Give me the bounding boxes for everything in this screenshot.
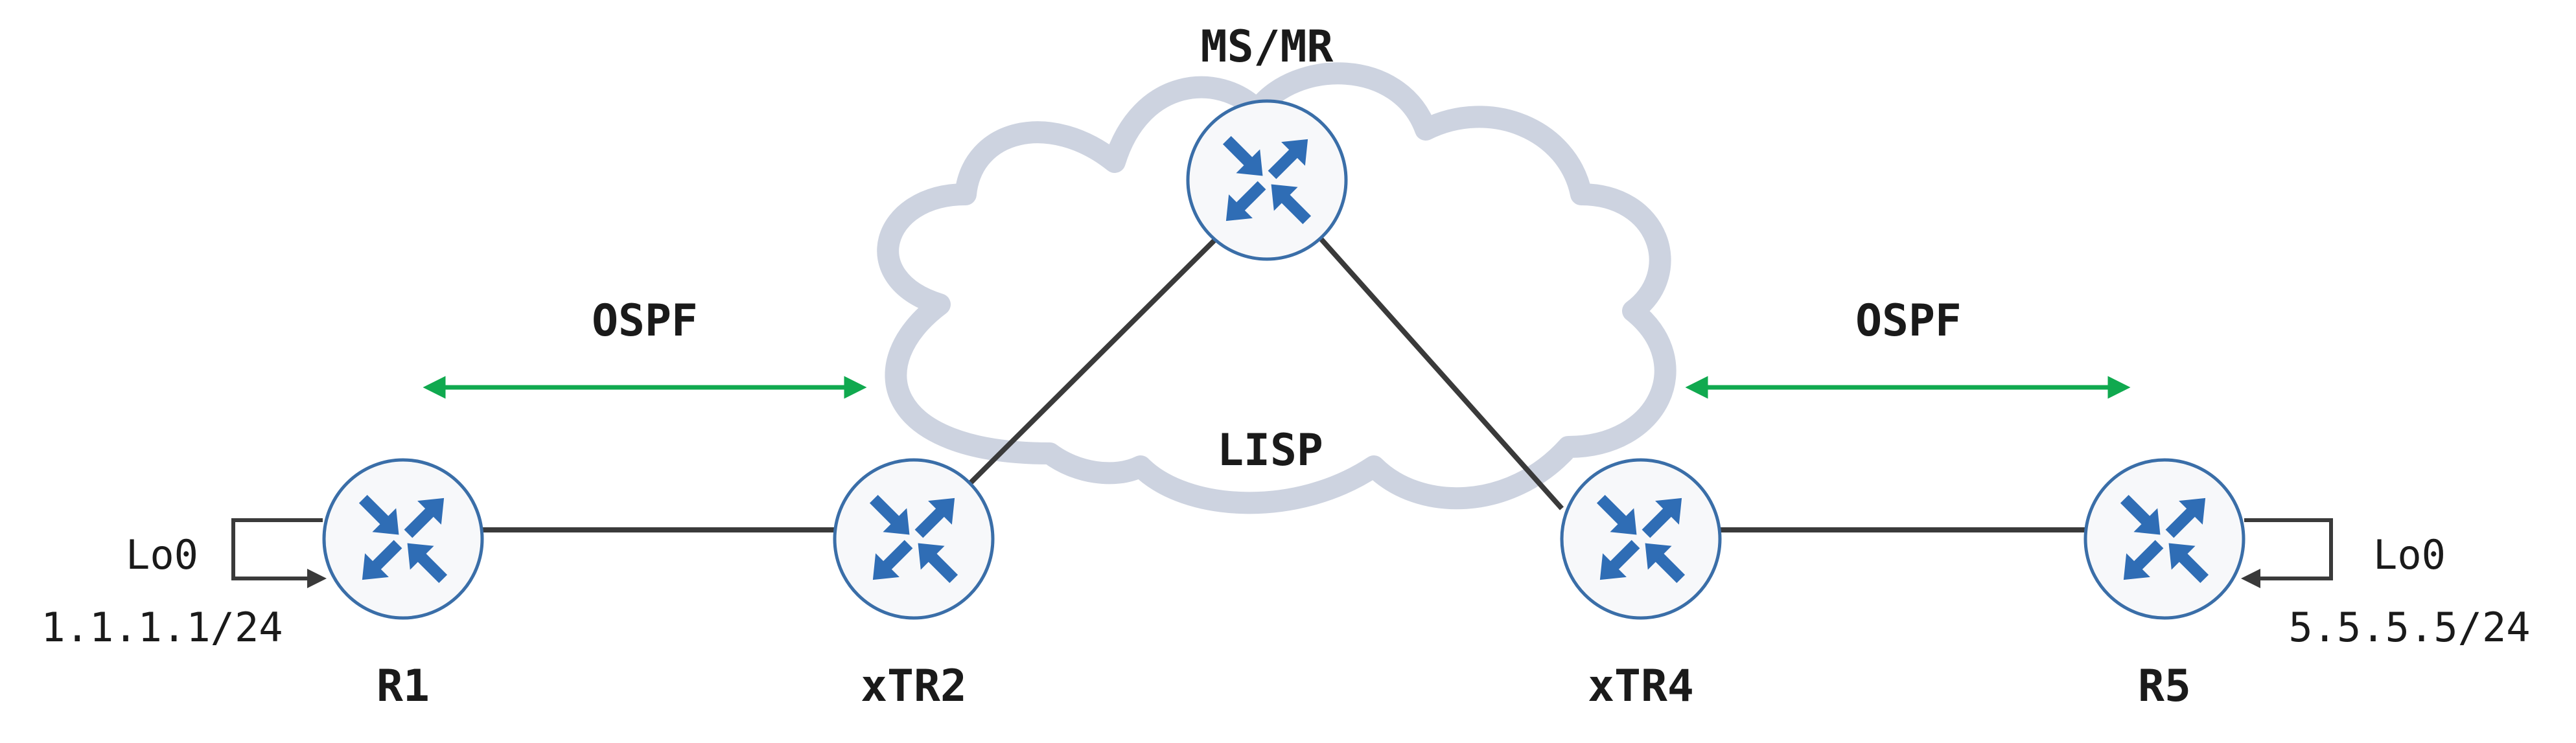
router-r5: [2085, 460, 2244, 618]
loopback-r5: [2241, 518, 2333, 588]
loopback-address-left: 1.1.1.1/24: [41, 604, 283, 651]
router-label-r5: R5: [2138, 661, 2191, 712]
router-label-ms-mr: MS/MR: [1201, 21, 1334, 73]
link-xtr4-msmr: [1317, 234, 1564, 510]
protocol-label-ospf-left: OSPF: [592, 295, 698, 347]
loopback-r1: [231, 518, 327, 588]
router-label-xtr4: xTR4: [1588, 661, 1694, 712]
link-xtr2-msmr: [967, 234, 1220, 486]
router-xtr4: [1562, 460, 1720, 618]
links: [403, 234, 2161, 532]
loopback-name-right: Lo0: [2373, 531, 2446, 578]
router-ms-mr: [1188, 101, 1346, 259]
router-r1: [324, 460, 482, 618]
router-label-xtr2: xTR2: [861, 661, 967, 712]
router-label-r1: R1: [377, 661, 430, 712]
router-xtr2: [835, 460, 993, 618]
protocol-label-lisp: LISP: [1217, 425, 1323, 476]
loopback-name-left: Lo0: [126, 531, 198, 578]
lisp-cloud: [877, 62, 1677, 514]
protocol-label-ospf-right: OSPF: [1855, 295, 1962, 347]
loopbacks: [231, 518, 2333, 588]
loopback-address-right: 5.5.5.5/24: [2288, 604, 2530, 651]
